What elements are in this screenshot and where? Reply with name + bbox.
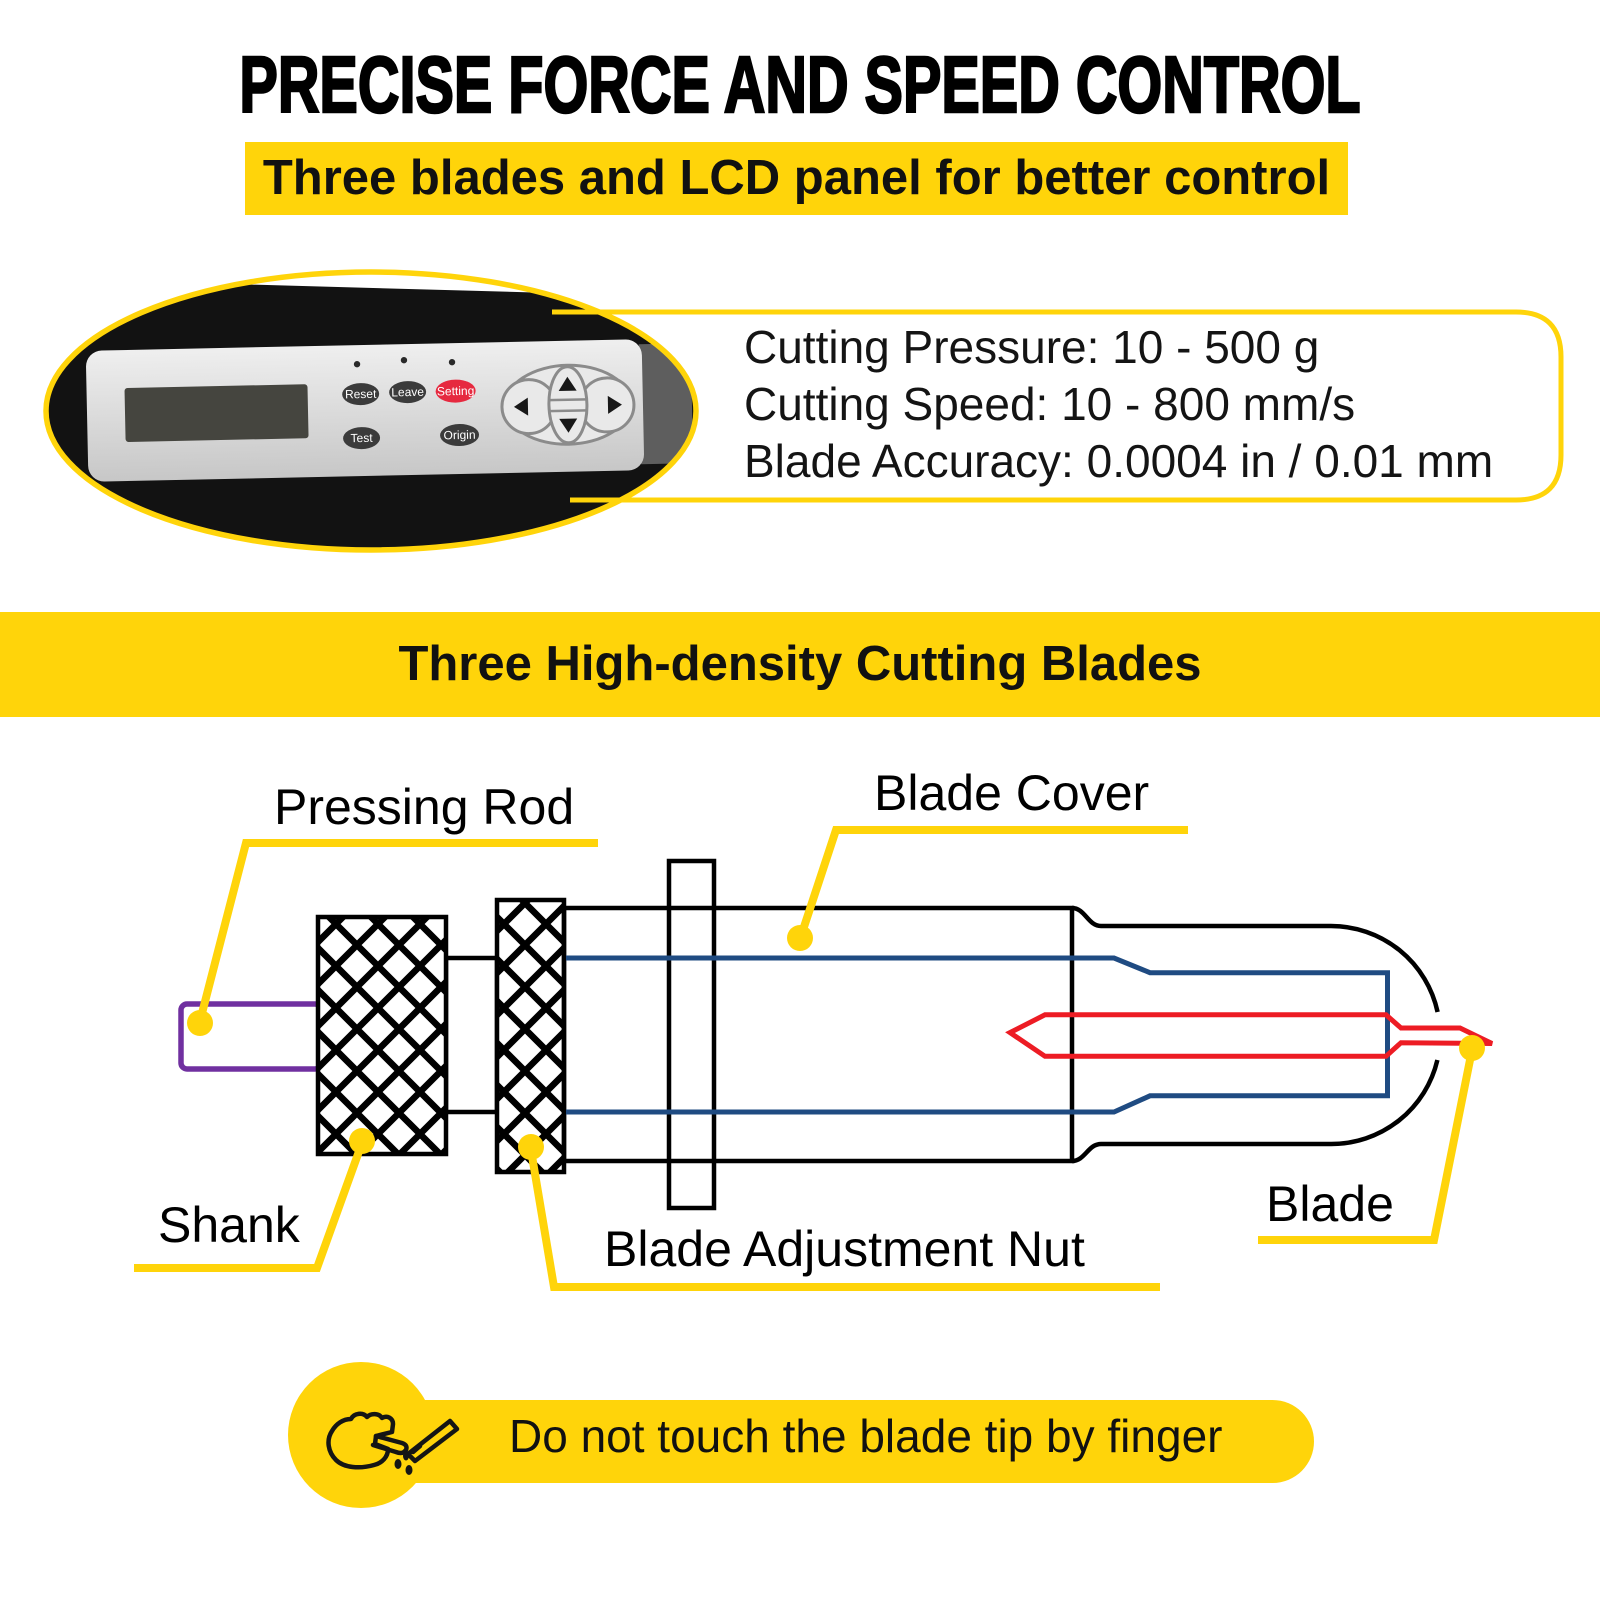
svg-text:Setting: Setting <box>437 384 475 399</box>
svg-text:Leave: Leave <box>391 385 424 400</box>
svg-text:Test: Test <box>350 431 373 445</box>
svg-text:Reset: Reset <box>345 387 377 402</box>
svg-text:Origin: Origin <box>443 428 475 443</box>
